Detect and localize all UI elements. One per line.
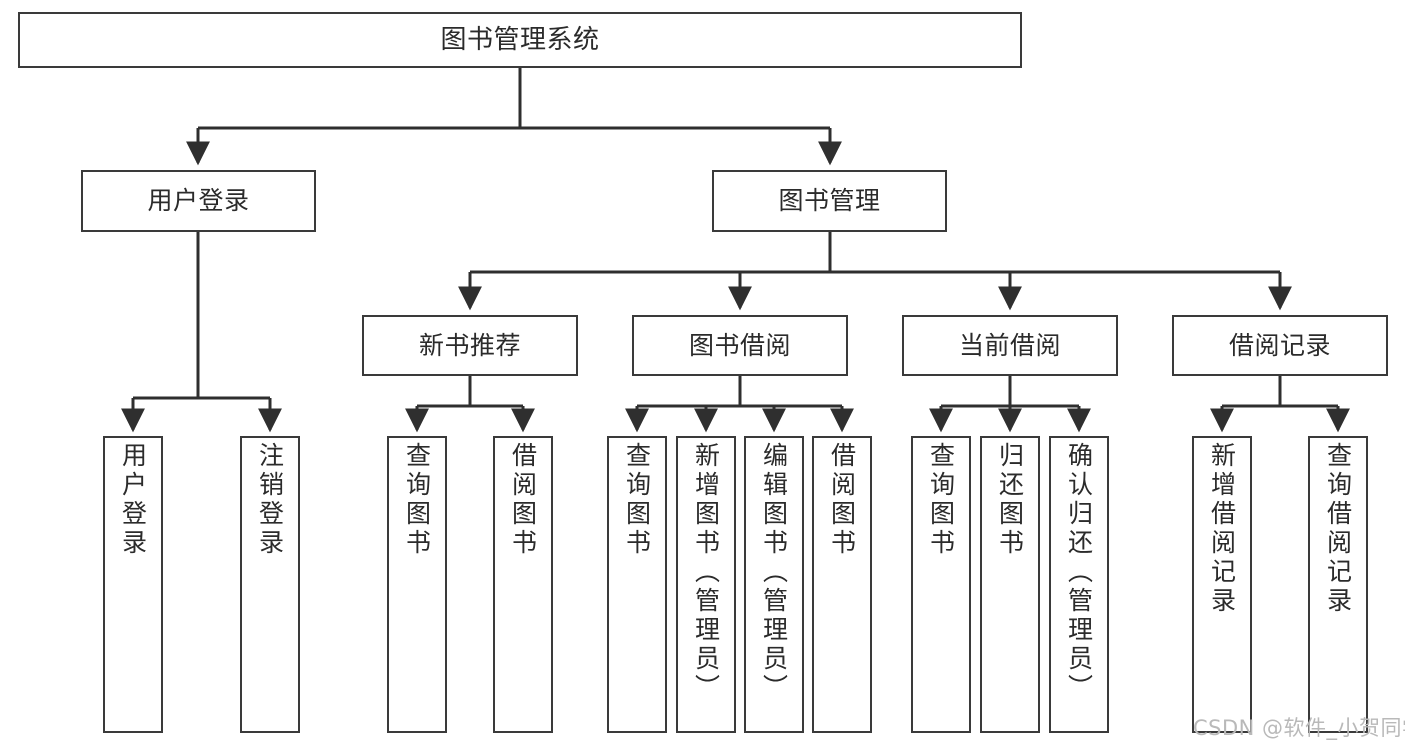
node-label: 确认归还（管理员）	[1064, 442, 1094, 703]
node-label: 归还图书	[995, 442, 1025, 558]
edges-booksmgmt-to-level2	[458, 232, 1292, 311]
node-borrow-record[interactable]: 借阅记录	[1172, 315, 1388, 376]
leaf-book-borrow-query-book[interactable]: 查询图书	[607, 436, 667, 733]
edges-newbook-to-leaves	[405, 376, 535, 433]
node-label: 查询图书	[622, 442, 652, 558]
edges-userlogin-to-leaves	[121, 232, 282, 433]
leaf-current-borrow-return-book[interactable]: 归还图书	[980, 436, 1040, 733]
node-label: 编辑图书（管理员）	[759, 442, 789, 703]
node-user-login[interactable]: 用户登录	[81, 170, 316, 232]
node-label: 借阅图书	[827, 442, 857, 558]
node-label: 当前借阅	[958, 330, 1061, 360]
watermark-csdn: CSDN @软件_小贺同学	[1193, 716, 1405, 740]
node-label: 图书管理	[778, 186, 881, 216]
node-root-book-management-system[interactable]: 图书管理系统	[18, 12, 1022, 68]
node-book-borrow[interactable]: 图书借阅	[632, 315, 848, 376]
node-label: 新书推荐	[418, 330, 521, 360]
edges-bookborrow-to-leaves	[625, 376, 854, 433]
node-label: 查询图书	[402, 442, 432, 558]
node-book-management[interactable]: 图书管理	[712, 170, 947, 232]
edges-currentborrow-to-leaves	[929, 376, 1091, 433]
leaf-book-borrow-borrow-book[interactable]: 借阅图书	[812, 436, 872, 733]
node-label: 新增图书（管理员）	[691, 442, 721, 703]
node-label: 用户登录	[147, 186, 250, 216]
node-new-book-recommend[interactable]: 新书推荐	[362, 315, 578, 376]
node-label: 用户登录	[118, 442, 148, 558]
node-current-borrow[interactable]: 当前借阅	[902, 315, 1118, 376]
node-label: 图书借阅	[688, 330, 791, 360]
leaf-borrow-record-add-record[interactable]: 新增借阅记录	[1192, 436, 1252, 733]
node-label: 查询图书	[926, 442, 956, 558]
leaf-new-book-query-book[interactable]: 查询图书	[387, 436, 447, 733]
node-label: 注销登录	[255, 442, 285, 558]
node-label: 借阅图书	[508, 442, 538, 558]
leaf-current-borrow-query-book[interactable]: 查询图书	[911, 436, 971, 733]
edges-root-to-level1	[186, 68, 842, 166]
leaf-borrow-record-query-record[interactable]: 查询借阅记录	[1308, 436, 1368, 733]
edges-borrowrecord-to-leaves	[1210, 376, 1350, 433]
node-label: 图书管理系统	[440, 24, 600, 55]
leaf-user-login-login[interactable]: 用户登录	[103, 436, 163, 733]
leaf-new-book-borrow-book[interactable]: 借阅图书	[493, 436, 553, 733]
leaf-book-borrow-add-book-admin[interactable]: 新增图书（管理员）	[676, 436, 736, 733]
node-label: 新增借阅记录	[1207, 442, 1237, 616]
leaf-book-borrow-edit-book-admin[interactable]: 编辑图书（管理员）	[744, 436, 804, 733]
node-label: 借阅记录	[1228, 330, 1331, 360]
leaf-current-borrow-confirm-return-admin[interactable]: 确认归还（管理员）	[1049, 436, 1109, 733]
node-label: 查询借阅记录	[1323, 442, 1353, 616]
leaf-user-login-logout[interactable]: 注销登录	[240, 436, 300, 733]
